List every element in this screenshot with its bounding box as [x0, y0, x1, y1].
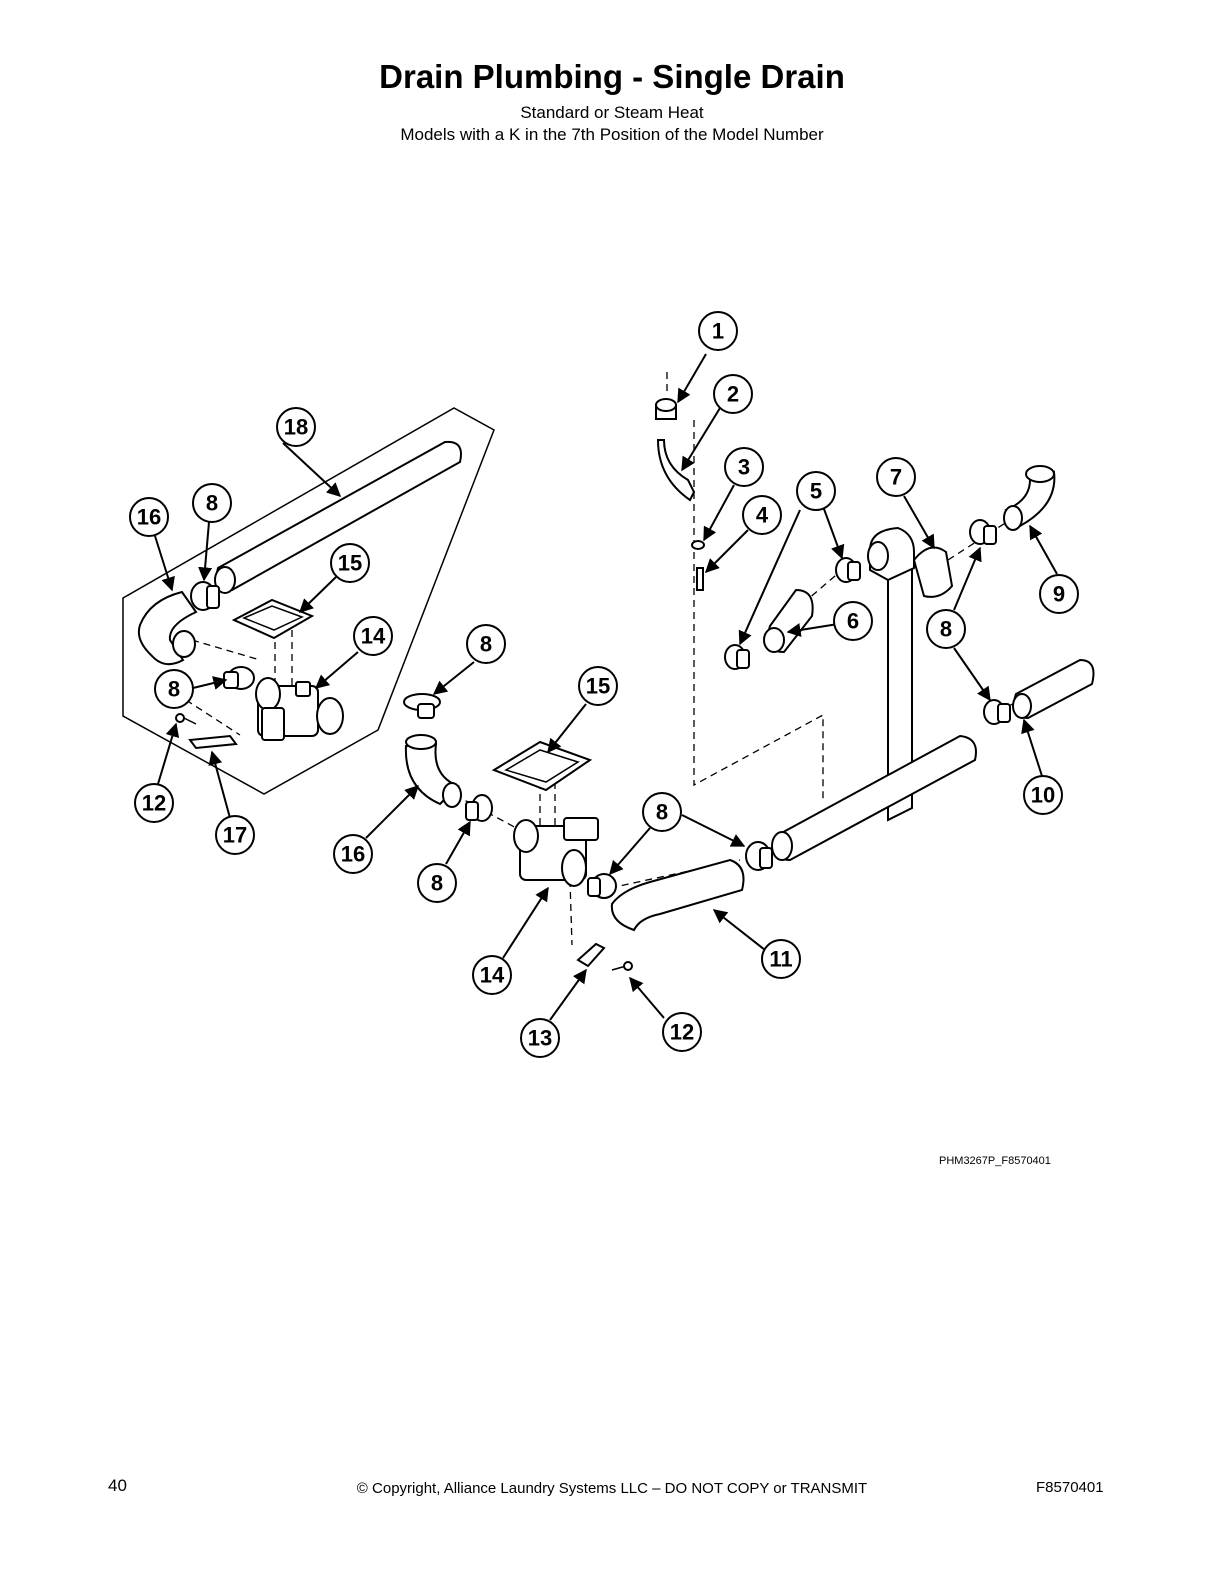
callout-12: 12	[662, 1012, 702, 1052]
alternate-assembly-frame	[122, 407, 495, 795]
callout-16: 16	[129, 497, 169, 537]
callout-8: 8	[417, 863, 457, 903]
document-number: F8570401	[1036, 1479, 1104, 1496]
drain-pipe-10	[771, 734, 977, 862]
callout-16: 16	[333, 834, 373, 874]
callout-18-label: 18	[284, 415, 308, 440]
copyright-notice: © Copyright, Alliance Laundry Systems LL…	[356, 1480, 868, 1497]
callout-8-label: 8	[940, 617, 952, 642]
hose-11	[610, 858, 745, 932]
callout-15: 15	[578, 666, 618, 706]
callout-17: 17	[215, 815, 255, 855]
alt-drain-valve-14	[255, 677, 344, 741]
clamps-5	[724, 557, 861, 670]
callout-15: 15	[330, 543, 370, 583]
callout-8-label: 8	[168, 677, 180, 702]
fitting-4	[696, 567, 704, 591]
callout-15-label: 15	[586, 674, 610, 699]
callout-9-label: 9	[1053, 582, 1065, 607]
drain-valve-14	[513, 817, 599, 887]
screw-12	[611, 961, 633, 971]
callout-14-label: 14	[361, 624, 386, 649]
alt-clamp-8-lower	[223, 666, 255, 690]
callout-14: 14	[353, 616, 393, 656]
callout-8-label: 8	[656, 800, 668, 825]
alt-clamp-8-upper	[190, 581, 220, 611]
callout-10-label: 10	[1031, 783, 1055, 808]
callout-5-label: 5	[810, 479, 822, 504]
elbow-16	[404, 734, 462, 808]
callout-9: 9	[1039, 574, 1079, 614]
callout-14-label: 14	[480, 963, 505, 988]
clamps-8-right	[969, 519, 1011, 725]
callout-11: 11	[761, 939, 801, 979]
coupling-6	[763, 588, 814, 654]
page-subtitle: Standard or Steam Heat	[520, 103, 704, 122]
page-title: Drain Plumbing - Single Drain	[379, 58, 845, 95]
callout-7-label: 7	[890, 465, 902, 490]
callout-16-label: 16	[341, 842, 365, 867]
clamp-8-mid	[465, 794, 493, 822]
callout-8-label: 8	[431, 871, 443, 896]
model-note: Models with a K in the 7th Position of t…	[400, 125, 824, 144]
callout-16-label: 16	[137, 505, 161, 530]
callout-14: 14	[472, 955, 512, 995]
callout-8: 8	[642, 792, 682, 832]
callout-2-label: 2	[727, 382, 739, 407]
standpipe-7	[867, 526, 954, 822]
alt-elbow-16	[137, 590, 198, 666]
callout-10: 10	[1023, 775, 1063, 815]
page-number: 40	[108, 1476, 127, 1495]
callout-12-label: 12	[670, 1020, 694, 1045]
callout-12-label: 12	[142, 791, 166, 816]
callout-1: 1	[698, 311, 738, 351]
callout-8-label: 8	[480, 632, 492, 657]
callout-4-label: 4	[756, 503, 769, 528]
callout-8: 8	[192, 483, 232, 523]
bracket-13	[576, 942, 606, 968]
clamp-8-hose	[745, 841, 773, 871]
callout-15-label: 15	[338, 551, 362, 576]
clamp-8-top	[403, 693, 441, 719]
callout-8: 8	[154, 669, 194, 709]
callout-2: 2	[713, 374, 753, 414]
callout-13-label: 13	[528, 1026, 552, 1051]
callout-1-label: 1	[712, 319, 724, 344]
callout-12: 12	[134, 783, 174, 823]
callout-11-label: 11	[769, 947, 792, 972]
callout-17-label: 17	[223, 823, 247, 848]
hose-2	[656, 439, 696, 502]
callout-3: 3	[724, 447, 764, 487]
callout-13: 13	[520, 1018, 560, 1058]
alt-bracket-17	[188, 734, 238, 750]
callout-18: 18	[276, 407, 316, 447]
callout-8: 8	[466, 624, 506, 664]
grommet-1	[655, 398, 677, 420]
pipe-10-upper	[1012, 658, 1095, 720]
image-id: PHM3267P_F8570401	[939, 1155, 1051, 1167]
leader-lines	[154, 353, 1058, 1021]
callout-7: 7	[876, 457, 916, 497]
alt-pipe-18	[214, 440, 462, 594]
callout-6-label: 6	[847, 609, 859, 634]
elbow-9	[1003, 465, 1056, 531]
callout-8: 8	[926, 609, 966, 649]
callout-5: 5	[796, 471, 836, 511]
valve-cover-15	[491, 740, 593, 792]
callout-3-label: 3	[738, 455, 750, 480]
washer-3	[691, 540, 705, 550]
alt-valve-cover-15	[231, 598, 315, 640]
callout-8-label: 8	[206, 491, 218, 516]
clamp-8-valve-out	[587, 873, 617, 899]
callout-4: 4	[742, 495, 782, 535]
alt-screw-12	[175, 713, 197, 725]
callout-6: 6	[833, 601, 873, 641]
